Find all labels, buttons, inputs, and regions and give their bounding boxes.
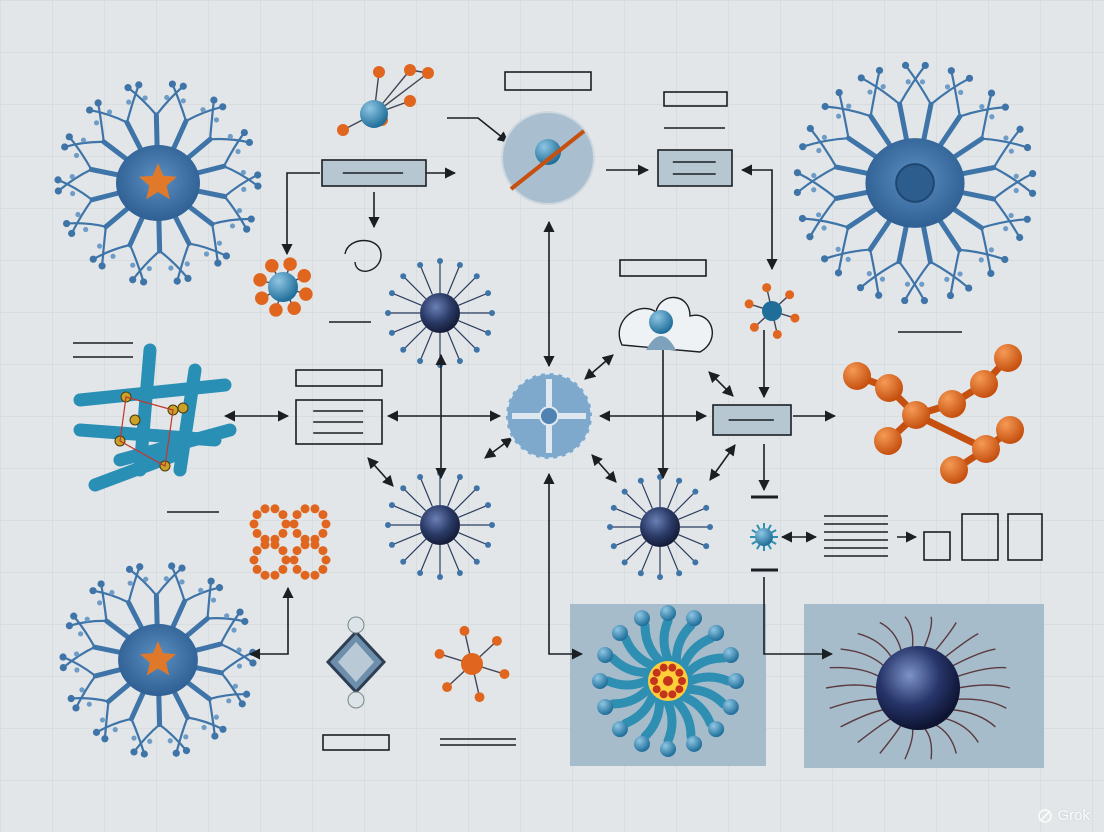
arrow-17	[591, 454, 617, 483]
molecules	[73, 64, 1024, 703]
molecule-bottom-orange	[434, 625, 510, 703]
neuron-top-left	[54, 80, 262, 286]
boxes	[73, 71, 1043, 751]
arrow-15	[584, 354, 614, 380]
box-bar-large	[1007, 513, 1043, 561]
arrow-22	[543, 472, 584, 660]
box-mid-left-label	[295, 369, 383, 387]
arrows	[223, 117, 918, 660]
box-center-right-node	[712, 404, 792, 436]
neuron-top-right	[793, 61, 1037, 305]
small-spiky-particle	[750, 495, 778, 572]
arrow-18	[709, 444, 736, 481]
grok-watermark: Grok	[1037, 807, 1090, 824]
nanoparticle-lower-center	[385, 470, 495, 580]
loop-symbol	[344, 239, 382, 272]
teal-tube-structure	[73, 343, 237, 492]
orange-polymer-chain	[843, 344, 1024, 484]
molecule-left-cluster	[253, 257, 313, 317]
arrow-0	[447, 117, 509, 143]
neuron-bottom-left	[59, 562, 257, 758]
receptor-circle	[501, 111, 595, 205]
arrow-16	[708, 371, 734, 397]
neuron-cells	[54, 61, 1037, 758]
watermark-text: Grok	[1057, 807, 1090, 824]
nanoparticle-lower-right	[607, 474, 713, 580]
image-panels	[570, 604, 1044, 768]
large-dark-particle	[825, 616, 1011, 760]
arrow-5	[740, 164, 778, 271]
box-mid-right-label	[619, 259, 707, 277]
box-top-right-small	[663, 91, 728, 107]
micelle	[592, 605, 744, 757]
grok-logo-icon	[1038, 808, 1053, 823]
diamond-structure	[325, 616, 387, 709]
arrow-21	[763, 577, 834, 660]
arrow-13	[367, 457, 394, 487]
arrow-25	[248, 586, 294, 660]
box-center-left-node	[295, 399, 383, 445]
box-bar-small	[923, 531, 951, 561]
nanoparticle-spheres	[385, 258, 713, 580]
special-shapes	[325, 111, 778, 709]
box-upper-left-node	[321, 159, 427, 187]
molecule-top	[337, 64, 434, 136]
box-upper-right-node	[657, 149, 733, 187]
nanoparticle-upper-center	[385, 258, 495, 368]
arrow-3	[281, 172, 320, 256]
box-bottom-left-label	[322, 734, 390, 751]
membrane-cloud	[618, 296, 713, 353]
box-bar-medium	[961, 513, 999, 561]
molecule-right-cluster	[744, 283, 800, 339]
central-hub-disk	[504, 371, 594, 461]
arrow-14	[484, 437, 513, 459]
box-top-center	[504, 71, 592, 91]
orange-bead-rings	[249, 504, 331, 580]
